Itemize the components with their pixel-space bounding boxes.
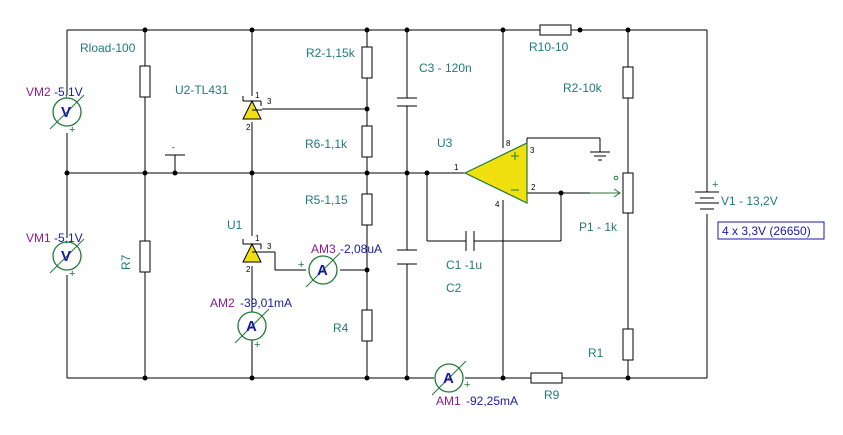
ground-minus: -: [172, 143, 175, 152]
r5-resistor[interactable]: [361, 193, 373, 226]
u2-pin-3: 3: [267, 97, 272, 106]
vm2-name: VM2: [26, 85, 51, 99]
c1-label: C1 -1u: [446, 258, 482, 272]
u1-pin-1: 1: [255, 234, 260, 243]
am3-value: -2,08uA: [340, 242, 382, 256]
r7-resistor[interactable]: [139, 240, 151, 273]
u3-pin-4: 4: [495, 200, 500, 209]
rload-resistor[interactable]: [139, 65, 151, 98]
u3-pin-8: 8: [506, 139, 511, 148]
c1-capacitor[interactable]: [465, 231, 475, 251]
c3-label: C3 - 120n: [419, 61, 472, 75]
am1-value: -92,25mA: [466, 394, 518, 408]
vm2-value: -5,1V: [54, 85, 83, 99]
battery-note: 4 x 3,3V (26650): [722, 224, 811, 238]
u1-tl431-symbol[interactable]: [242, 239, 262, 263]
am3-plus: +: [298, 259, 304, 271]
r6-label: R6-1,1k: [305, 137, 348, 151]
c2-label: C2: [446, 281, 462, 295]
r4-resistor[interactable]: [361, 309, 373, 342]
pot-wiper-arrow: [590, 175, 621, 198]
vm2-voltmeter[interactable]: [49, 94, 85, 130]
ground-symbol: [590, 151, 610, 161]
rload-label: Rload-100: [80, 41, 136, 55]
r1-resistor[interactable]: [622, 328, 634, 361]
wires: [66, 29, 708, 379]
u3-label: U3: [437, 136, 453, 150]
p1-label: P1 - 1k: [579, 220, 618, 234]
am3-letter: A: [317, 262, 328, 279]
u1-pin-3: 3: [267, 242, 272, 251]
p1-potentiometer[interactable]: [622, 172, 634, 214]
am2-name: AM2: [210, 296, 235, 310]
r9-label: R9: [544, 388, 560, 402]
r10-resistor[interactable]: [539, 24, 572, 36]
am1-plus: +: [464, 379, 470, 391]
u3-pin-2: 2: [531, 183, 536, 192]
am3-ammeter[interactable]: [305, 252, 341, 288]
am3-name: AM3: [311, 242, 336, 256]
am1-letter: A: [443, 370, 454, 387]
c2-capacitor[interactable]: [397, 249, 417, 265]
u2-pin-2: 2: [246, 123, 251, 132]
am2-value: -39,01mA: [240, 296, 292, 310]
c3-capacitor[interactable]: [397, 97, 417, 107]
u3-opamp-symbol[interactable]: [463, 142, 528, 204]
vm2-plus: +: [69, 124, 75, 136]
u3-pin-1: 1: [454, 163, 459, 172]
am2-plus: +: [254, 339, 260, 351]
u1-label: U1: [227, 218, 243, 232]
u1-pin-2: 2: [246, 265, 251, 274]
v1-label: V1 - 13,2V: [721, 194, 778, 208]
u3-pin-3: 3: [530, 146, 535, 155]
u2-tl431-symbol[interactable]: [242, 96, 262, 120]
am1-name: AM1: [436, 394, 461, 408]
r10-label: R10-10: [529, 40, 569, 54]
vm2-letter: V: [61, 104, 71, 121]
r2-1-15k-resistor[interactable]: [361, 46, 373, 79]
am1-ammeter[interactable]: [431, 360, 467, 396]
r9-resistor[interactable]: [530, 372, 563, 384]
vm1-voltmeter[interactable]: [49, 238, 85, 274]
vm1-name: VM1: [26, 231, 51, 245]
u2-pin-1: 1: [255, 91, 260, 100]
r7-label: R7: [119, 254, 133, 270]
u2-label: U2-TL431: [175, 83, 229, 97]
r4-label: R4: [333, 321, 349, 335]
r2-10k-label: R2-10k: [563, 81, 603, 95]
r2-10k-resistor[interactable]: [622, 66, 634, 99]
v1-battery-symbol[interactable]: [695, 191, 719, 210]
vm1-letter: V: [61, 248, 71, 265]
vm1-value: -5,1V: [54, 231, 83, 245]
am2-ammeter[interactable]: [234, 308, 270, 344]
r1-label: R1: [588, 346, 604, 360]
battery-plus: +: [712, 179, 718, 191]
vm1-plus: +: [69, 268, 75, 280]
r5-label: R5-1,15: [305, 193, 348, 207]
r6-resistor[interactable]: [361, 125, 373, 158]
am2-letter: A: [246, 318, 257, 335]
junction-dots: [64, 27, 631, 381]
battery-note-box: [717, 221, 825, 240]
r2-1-15k-label: R2-1,15k: [306, 46, 356, 60]
